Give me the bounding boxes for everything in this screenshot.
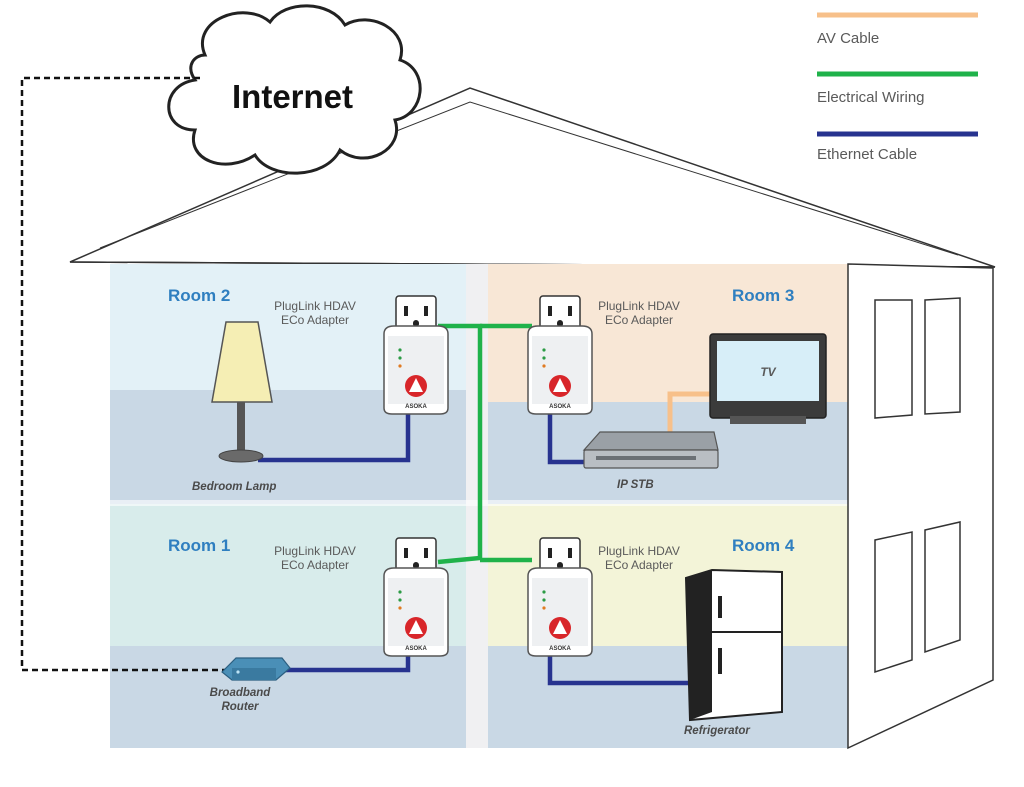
adapter-room-1: ASOKA: [383, 537, 449, 657]
bedroom-lamp-icon: [211, 321, 273, 463]
broadband-router-label: Broadband Router: [209, 687, 271, 713]
refrigerator-icon: [684, 568, 783, 722]
room-4-title: Room 4: [732, 536, 795, 555]
legend-av-label: AV Cable: [817, 30, 880, 47]
tv-icon: TV: [709, 333, 827, 424]
electrical-wiring: [437, 323, 532, 565]
house-side-wall: [847, 263, 994, 750]
room-2-title: Room 2: [168, 286, 231, 305]
adapter-room-3-label: PlugLink HDAV ECo Adapter: [598, 299, 680, 327]
legend-electrical-label: Electrical Wiring: [817, 89, 925, 106]
svg-text:ASOKA: ASOKA: [405, 404, 427, 410]
tv-label: TV: [760, 365, 776, 379]
broadband-router-icon: [221, 657, 291, 681]
roof-inner-line: [99, 101, 959, 256]
refrigerator-label: Refrigerator: [684, 725, 750, 737]
adapter-room-4-label: PlugLink HDAV ECo Adapter: [598, 544, 680, 572]
svg-text:ASOKA: ASOKA: [549, 646, 571, 652]
internet-cloud: [167, 4, 422, 175]
svg-text:ASOKA: ASOKA: [405, 646, 427, 652]
room-1-title: Room 1: [168, 536, 231, 555]
adapter-room-2-label: PlugLink HDAV ECo Adapter: [274, 299, 356, 327]
ip-stb-icon: [582, 431, 719, 469]
adapter-room-2: ASOKA: [383, 295, 449, 415]
window-upper: [874, 297, 961, 419]
room-1-floor: [110, 646, 466, 748]
internet-label: Internet: [232, 78, 354, 115]
window-lower: [874, 521, 961, 674]
av-cable: [667, 391, 712, 433]
adapter-room-4: ASOKA: [527, 537, 593, 657]
legend-ethernet-label: Ethernet Cable: [817, 146, 918, 163]
adapter-room-3: ASOKA: [527, 295, 593, 415]
ip-stb-label: IP STB: [617, 479, 654, 491]
adapter-room-1-label: PlugLink HDAV ECo Adapter: [274, 544, 356, 572]
room-4-floor: [488, 646, 848, 748]
bedroom-lamp-label: Bedroom Lamp: [192, 481, 277, 493]
room-3-title: Room 3: [732, 286, 795, 305]
svg-text:ASOKA: ASOKA: [549, 404, 571, 410]
internet-connection-line: [20, 76, 230, 672]
